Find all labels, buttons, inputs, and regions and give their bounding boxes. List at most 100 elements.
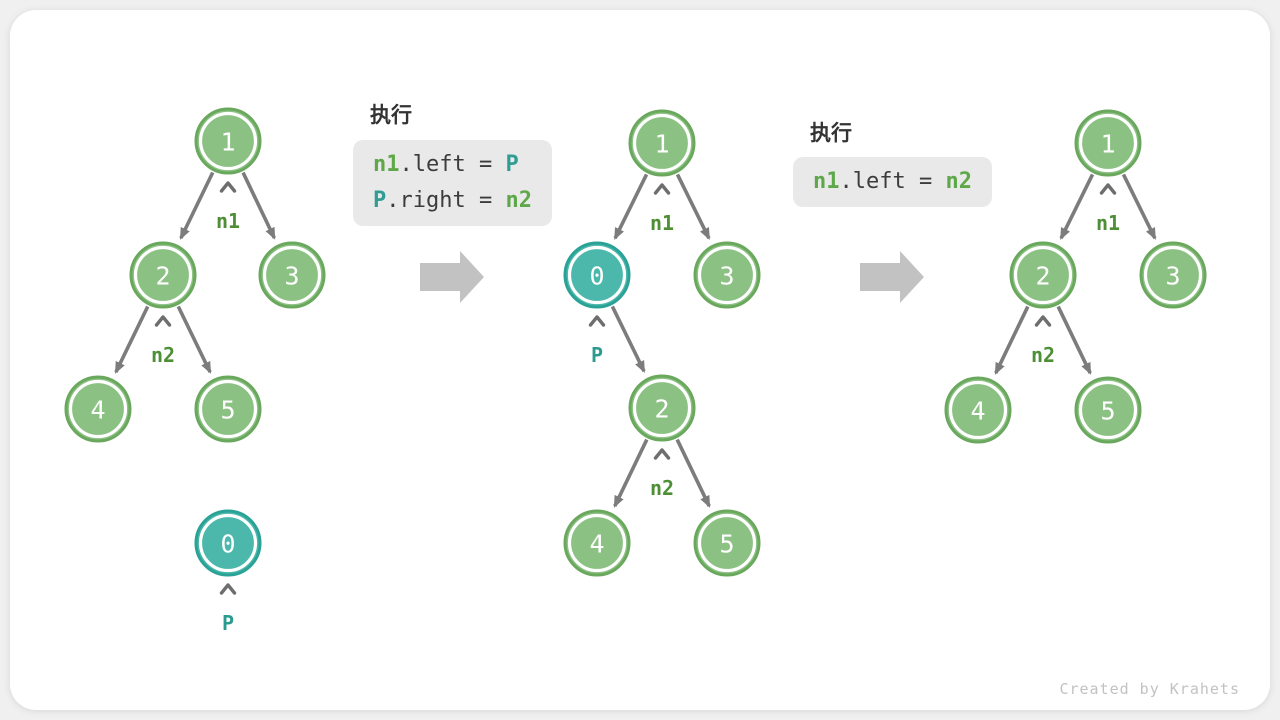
node-value: 3 [1165, 262, 1180, 291]
code-token: .left = [839, 169, 946, 194]
pointer-label: P [222, 611, 234, 635]
node-value: 0 [589, 262, 604, 291]
execute-caption-1: 执行 [370, 103, 412, 127]
node-circle [1009, 241, 1077, 309]
node-circle [258, 241, 326, 309]
pointer-caret-icon [1099, 183, 1117, 195]
tree-final: n1 n2 1 2 3 4 5 [944, 109, 1207, 444]
node-value: 1 [654, 130, 669, 159]
node-inner-ring [632, 113, 692, 173]
pointer-caret-icon [653, 448, 671, 460]
code-token: .left = [399, 152, 506, 177]
tree-edge [114, 305, 150, 374]
pointer-label: n2 [650, 476, 674, 500]
node-value: 4 [589, 530, 604, 559]
tree-node: 5 [194, 375, 262, 443]
code-line: n1.left = P [373, 147, 532, 183]
tree-node: 0 [194, 509, 262, 577]
pointer-caret-icon [1034, 315, 1052, 327]
node-inner-ring [1143, 245, 1203, 305]
tree-node: 1 [628, 109, 696, 177]
tree-node: 3 [693, 241, 761, 309]
node-circle [944, 376, 1012, 444]
tree-node: 3 [1139, 241, 1207, 309]
node-inner-ring [133, 245, 193, 305]
node-value: 2 [1035, 262, 1050, 291]
tree-node: 1 [1074, 109, 1142, 177]
node-circle [194, 375, 262, 443]
node-circle [1139, 241, 1207, 309]
pointer-caret-icon [588, 315, 606, 327]
code-token: n1 [373, 152, 400, 177]
tree-edge [675, 173, 711, 241]
tree-edge [1121, 173, 1157, 241]
tree-edge [241, 171, 276, 240]
tree-edge [176, 305, 212, 374]
node-circle [1074, 376, 1142, 444]
node-inner-ring [1013, 245, 1073, 305]
tree-edge [1059, 173, 1095, 241]
tree-edge [613, 173, 649, 241]
tree-edge [613, 438, 649, 508]
pointer-label: n1 [650, 211, 674, 235]
tree-node: 3 [258, 241, 326, 309]
node-inner-ring [567, 245, 627, 305]
node-circle [563, 241, 631, 309]
tree-node: 4 [563, 509, 631, 577]
node-circle [129, 241, 197, 309]
node-circle [64, 375, 132, 443]
tree-edge [179, 171, 215, 240]
execute-caption-2: 执行 [810, 121, 852, 145]
node-inner-ring [632, 378, 692, 438]
node-inner-ring [1078, 380, 1138, 440]
tree-edge [610, 305, 646, 373]
node-inner-ring [198, 111, 258, 171]
node-value: 2 [155, 262, 170, 291]
tree-node: 4 [64, 375, 132, 443]
tree-node: 5 [693, 509, 761, 577]
node-value: 2 [654, 395, 669, 424]
code-token: P [505, 152, 519, 177]
node-circle [628, 374, 696, 442]
code-token: n1 [813, 169, 840, 194]
tree-node: 1 [194, 107, 262, 175]
node-value: 4 [90, 396, 105, 425]
watermark: Created by Krahets [1059, 680, 1240, 698]
pointer-label: n2 [1031, 343, 1055, 367]
transition-arrow-icon [420, 251, 484, 303]
pointer-caret-icon [219, 583, 237, 595]
code-token: .right = [386, 188, 506, 213]
node-inner-ring [1078, 113, 1138, 173]
tree-node: 0 [563, 241, 631, 309]
tree-node: 2 [129, 241, 197, 309]
pointer-label: P [591, 343, 603, 367]
code-line: P.right = n2 [373, 183, 532, 219]
node-value: 0 [220, 530, 235, 559]
pointer-caret-icon [219, 181, 237, 193]
node-circle [194, 509, 262, 577]
node-value: 1 [220, 128, 235, 157]
node-circle [693, 241, 761, 309]
pointer-label: n1 [1096, 211, 1120, 235]
tree-edge [675, 438, 711, 508]
node-inner-ring [697, 245, 757, 305]
tree-node: 4 [944, 376, 1012, 444]
tree-edge [994, 305, 1030, 375]
tree-node: 5 [1074, 376, 1142, 444]
code-token: P [373, 188, 387, 213]
node-inner-ring [567, 513, 627, 573]
pointer-label: n1 [216, 209, 240, 233]
node-circle [693, 509, 761, 577]
transition-arrow-icon [860, 251, 924, 303]
node-value: 5 [220, 396, 235, 425]
node-circle [194, 107, 262, 175]
node-inner-ring [198, 513, 258, 573]
node-circle [1074, 109, 1142, 177]
node-value: 5 [1100, 397, 1115, 426]
node-inner-ring [198, 379, 258, 439]
pointer-caret-icon [154, 315, 172, 327]
